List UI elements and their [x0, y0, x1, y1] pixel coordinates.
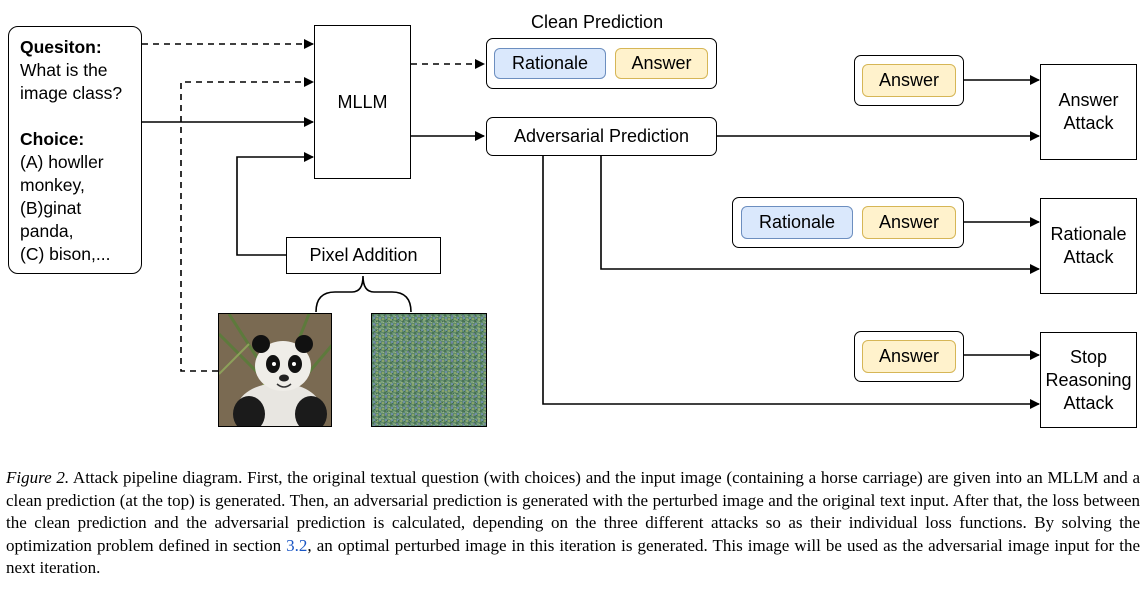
- panda-icon: [219, 314, 331, 426]
- choice-line-4: panda,: [20, 221, 74, 241]
- adversarial-prediction-box: Adversarial Prediction: [486, 117, 717, 156]
- figure-caption: Figure 2. Attack pipeline diagram. First…: [6, 467, 1140, 580]
- rationale-attack-rationale-pill: Rationale: [741, 206, 853, 239]
- rationale-attack-line-1: Rationale: [1050, 224, 1127, 244]
- curly-brace: [315, 275, 412, 313]
- noise-pattern-icon: [372, 314, 486, 426]
- rationale-attack-box: Rationale Attack: [1040, 198, 1137, 294]
- pixel-addition-label: Pixel Addition: [309, 245, 418, 265]
- panda-image: [218, 313, 332, 427]
- question-line-2: image class?: [20, 83, 123, 103]
- clean-answer-pill: Answer: [615, 48, 708, 79]
- choice-line-3: (B)ginat: [20, 198, 82, 218]
- stop-attack-line-1: Stop: [1069, 346, 1108, 367]
- rationale-attack-answer-pill: Answer: [862, 206, 956, 239]
- caption-text-part-2: , an optimal perturbed image in this ite…: [6, 535, 1140, 578]
- answer-attack-line-1: Answer: [1058, 90, 1119, 110]
- question-heading: Quesiton:: [20, 37, 102, 57]
- stop-attack-line-2: Reasoning: [1045, 369, 1132, 390]
- pixel-addition-box: Pixel Addition: [286, 237, 441, 274]
- caption-text-part-1: Attack pipeline diagram. First, the orig…: [6, 468, 1141, 555]
- clean-prediction-title: Clean Prediction: [531, 12, 664, 32]
- clean-rationale-pill: Rationale: [494, 48, 606, 79]
- mllm-label: MLLM: [337, 91, 388, 112]
- noise-image: [371, 313, 487, 427]
- rationale-attack-line-2: Attack: [1063, 247, 1114, 267]
- choice-line-2: monkey,: [20, 175, 85, 195]
- stop-reasoning-attack-box: Stop Reasoning Attack: [1040, 332, 1137, 428]
- caption-section-link[interactable]: 3.2: [286, 535, 308, 555]
- adversarial-prediction-label: Adversarial Prediction: [513, 126, 690, 146]
- arrow-pixel-addition-to-mllm: [236, 152, 314, 256]
- choice-line-1: (A) howller: [20, 152, 104, 172]
- caption-figure-label: Figure 2.: [6, 468, 70, 487]
- answer-attack-box: Answer Attack: [1040, 64, 1137, 160]
- arrow-adversarial-to-stop-attack: [542, 156, 1040, 409]
- arrow-adversarial-to-rationale-attack: [600, 156, 1040, 274]
- stop-attack-answer-pill: Answer: [862, 340, 956, 373]
- question-line-1: What is the: [20, 60, 108, 80]
- connector-layer: [142, 39, 1040, 409]
- answer-attack-answer-pill: Answer: [862, 64, 956, 97]
- question-box: Quesiton: What is the image class? Choic…: [8, 26, 142, 274]
- mllm-box: MLLM: [314, 25, 411, 179]
- choice-heading: Choice:: [20, 129, 85, 149]
- arrow-image-to-mllm-dashed: [180, 77, 314, 372]
- answer-attack-line-2: Attack: [1063, 113, 1114, 133]
- stop-attack-line-3: Attack: [1063, 392, 1114, 413]
- choice-line-5: (C) bison,...: [20, 244, 111, 264]
